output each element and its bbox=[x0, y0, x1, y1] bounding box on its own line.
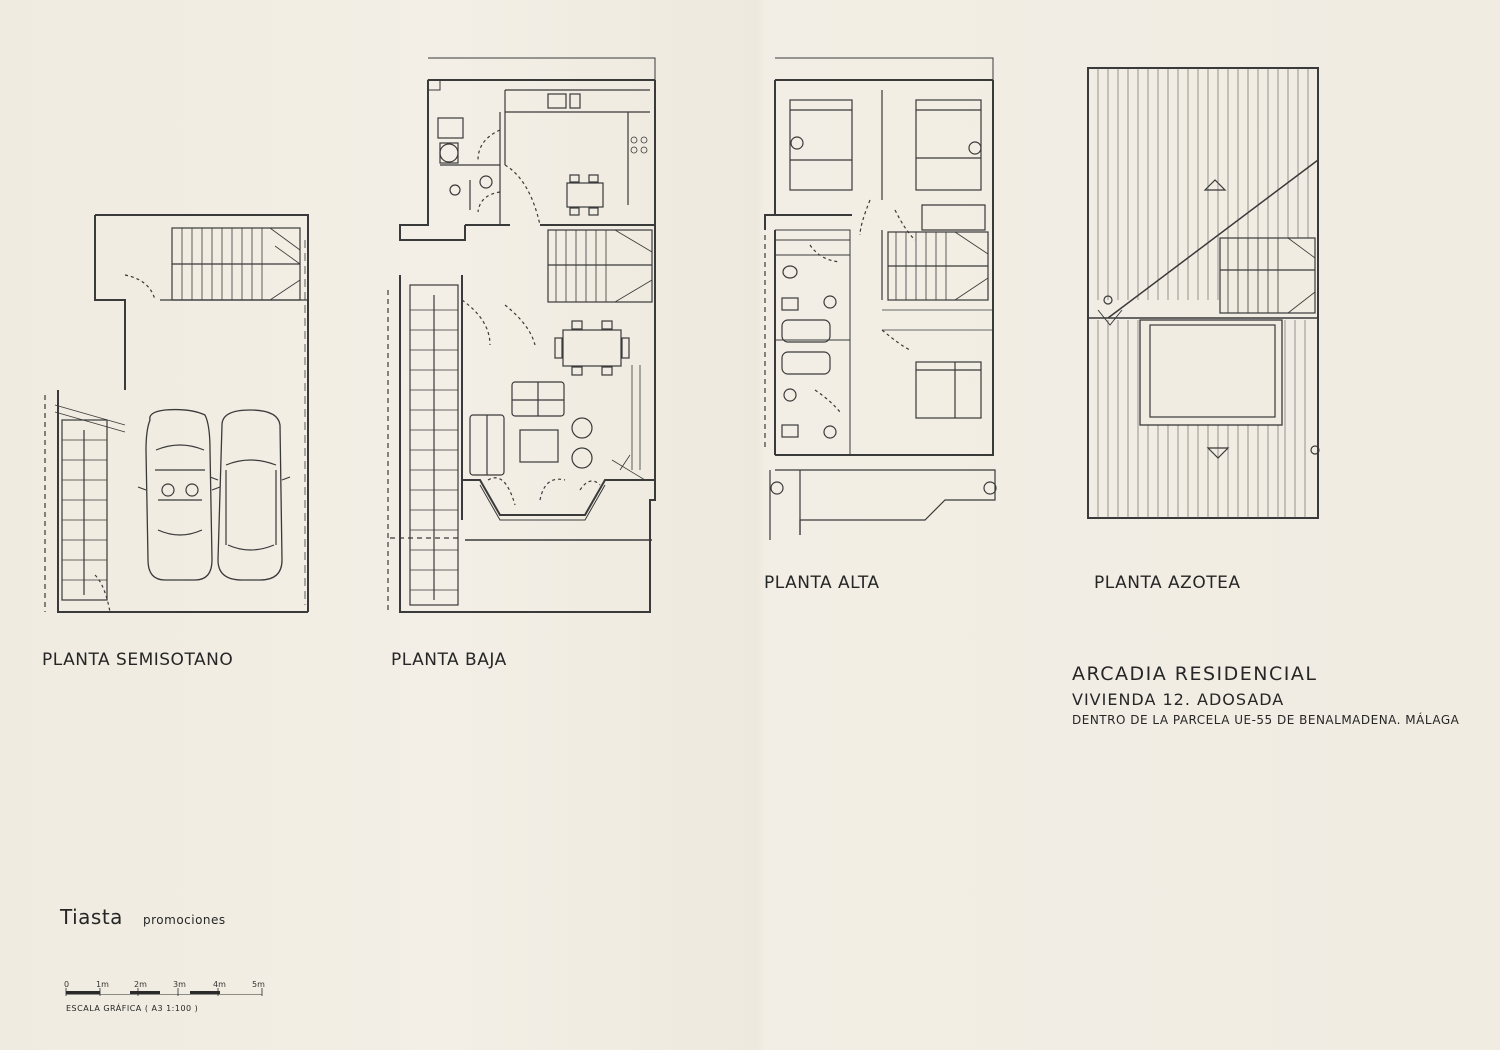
project-location: DENTRO DE LA PARCELA UE-55 DE BENALMADEN… bbox=[1072, 713, 1460, 727]
plan-alta bbox=[764, 57, 997, 540]
scale-tick-label: 0 bbox=[64, 980, 70, 989]
car-icon bbox=[137, 408, 221, 581]
plan-title-azotea: PLANTA AZOTEA bbox=[1094, 573, 1241, 593]
scale-caption: ESCALA GRÁFICA ( A3 1:100 ) bbox=[66, 1004, 199, 1013]
scale-tick-label: 5m bbox=[252, 980, 265, 989]
slope-arrow-icon bbox=[1206, 447, 1230, 459]
plan-semisotano bbox=[44, 214, 309, 613]
scale-tick-label: 2m bbox=[134, 980, 147, 989]
plan-title-alta: PLANTA ALTA bbox=[764, 573, 880, 593]
graphic-scale-bar bbox=[65, 988, 263, 996]
plan-baja bbox=[387, 57, 656, 613]
slope-arrow-icon bbox=[1203, 179, 1227, 191]
plan-title-baja: PLANTA BAJA bbox=[391, 650, 507, 670]
car-icon bbox=[209, 409, 291, 581]
plan-title-semisotano: PLANTA SEMISOTANO bbox=[42, 650, 234, 670]
brand-name: Tiasta bbox=[60, 905, 123, 929]
brand-sub: promociones bbox=[143, 913, 226, 927]
project-unit: VIVIENDA 12. ADOSADA bbox=[1072, 690, 1285, 709]
scale-tick-label: 1m bbox=[96, 980, 109, 989]
project-name: ARCADIA RESIDENCIAL bbox=[1072, 663, 1318, 685]
plan-azotea bbox=[1087, 67, 1320, 519]
scale-tick-label: 3m bbox=[173, 980, 186, 989]
scale-tick-label: 4m bbox=[213, 980, 226, 989]
